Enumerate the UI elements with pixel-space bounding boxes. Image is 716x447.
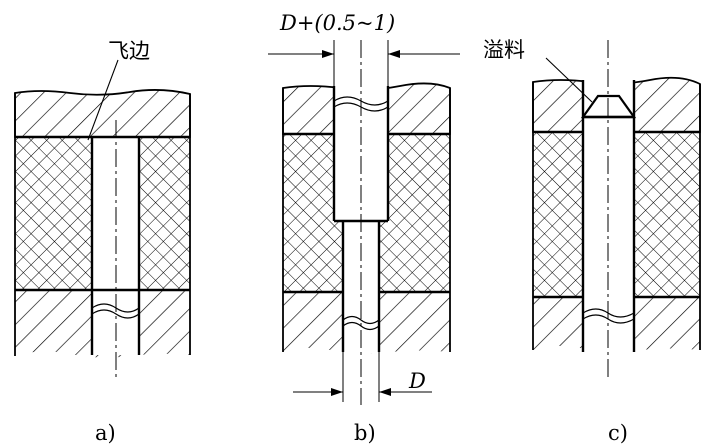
- panel-a-right-insert: [139, 137, 190, 290]
- panel-a: 飞边 a): [14, 39, 191, 445]
- panel-b: D+(0.5~1) D b): [268, 11, 460, 445]
- panel-a-top-plate: [14, 89, 191, 138]
- flash-label: 飞边: [108, 39, 150, 63]
- overflow-label: 溢料: [483, 38, 525, 62]
- panel-c-left-insert: [533, 132, 583, 297]
- panel-a-caption: a): [95, 421, 116, 445]
- panel-b-right-insert: [379, 134, 450, 292]
- panel-b-caption: b): [354, 421, 376, 445]
- top-dimension-label: D+(0.5~1): [279, 11, 395, 35]
- panel-a-left-insert: [15, 137, 92, 290]
- panel-c-right-insert: [634, 132, 700, 297]
- panel-c-caption: c): [608, 421, 628, 445]
- bottom-dimension-label: D: [408, 369, 426, 393]
- panel-c: 溢料 c): [483, 38, 701, 445]
